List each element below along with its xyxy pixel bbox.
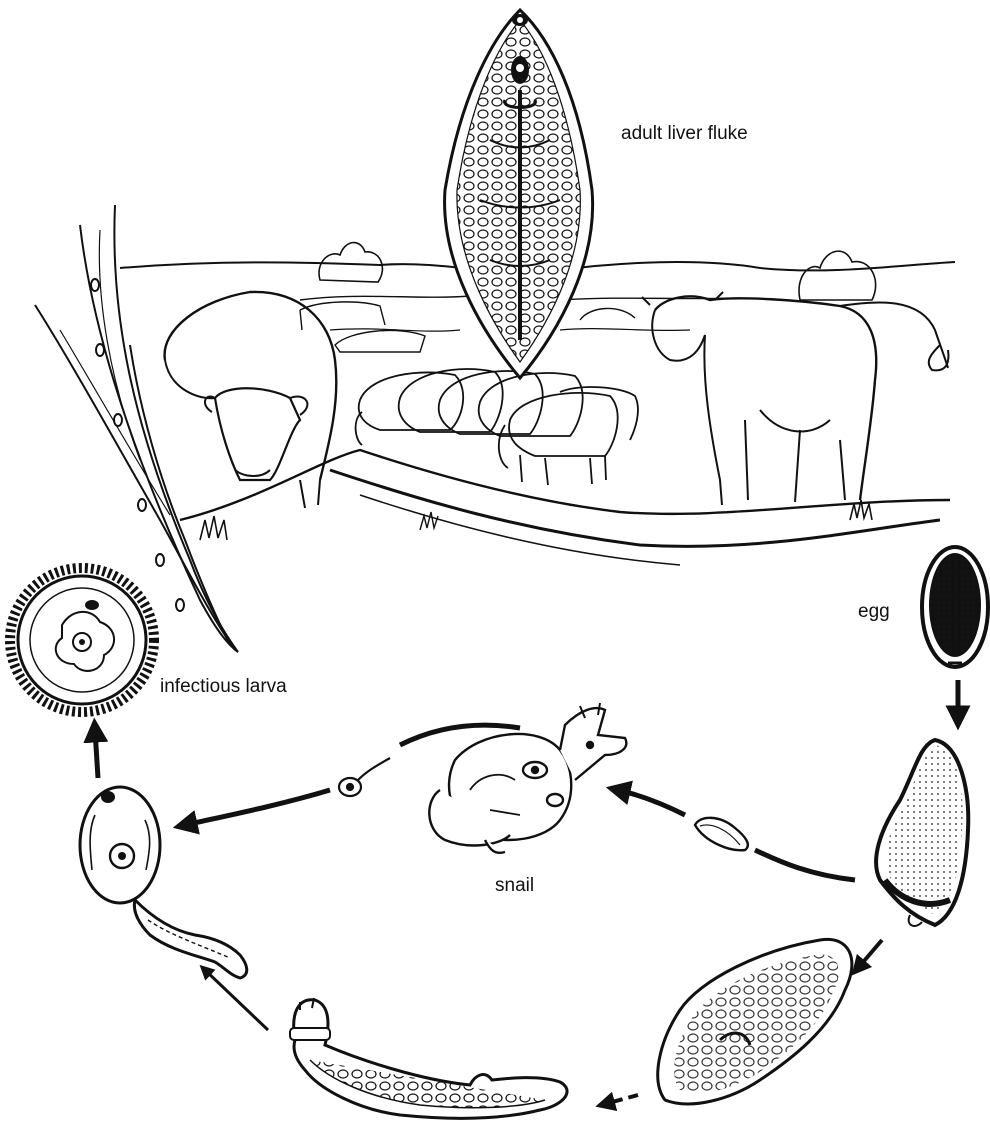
snail-label: snail [495,876,534,895]
egg-drawing [922,547,988,667]
egg-label: egg [858,602,890,621]
free-cercaria-drawing [339,758,390,796]
redia-drawing [290,998,567,1118]
swimming-miracidium-drawing [695,818,748,850]
sporocyst-drawing [658,939,852,1104]
adult-liver-fluke-label: adult liver fluke [621,124,748,143]
miracidium-drawing [876,740,968,926]
adult-liver-fluke-drawing [445,10,593,378]
infectious-larva-label: infectious larva [160,677,287,696]
infectious-larva-drawing [10,568,154,712]
